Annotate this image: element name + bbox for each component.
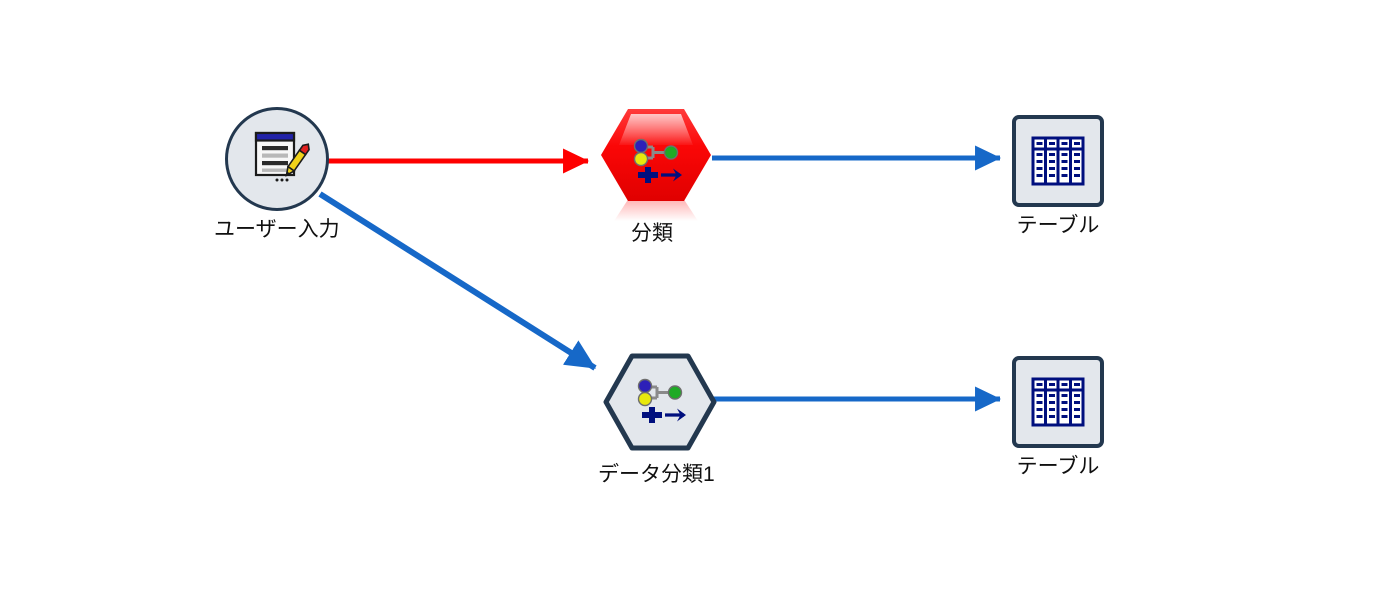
data-classify-icon [638,378,687,423]
data-classification-hexagon-shape[interactable] [602,352,718,452]
node-label-table-bottom: テーブル [1016,455,1100,478]
link-input-to-data-classification[interactable] [318,191,597,371]
classification-reflection [614,198,698,221]
node-label-table-top: テーブル [1016,214,1100,237]
data-classification-body [603,353,717,451]
classification-gloss [619,114,693,145]
node-table-bottom[interactable]: テーブル [1012,356,1104,480]
node-label-classification: 分類 [631,222,673,245]
table-bottom-square[interactable] [1012,356,1104,448]
classification-hexagon-shape[interactable] [598,103,714,223]
node-label-data-classification-1: データ分類1 [598,463,715,486]
table-grid-icon [1031,377,1085,427]
form-edit-icon [254,131,310,182]
node-user-input[interactable]: ユーザー入力 [214,107,340,243]
node-data-classification-1[interactable]: データ分類1 [598,352,717,488]
user-input-circle[interactable] [224,107,329,211]
node-table-top[interactable]: テーブル [1012,115,1104,239]
data-classify-icon [633,138,682,183]
table-top-square[interactable] [1012,115,1104,207]
node-label-user-input: ユーザー入力 [214,218,340,241]
node-classification[interactable]: 分類 [598,103,711,247]
classification-hexagon[interactable] [598,103,711,221]
table-grid-icon [1031,136,1085,186]
data-classification-hexagon[interactable] [602,352,717,456]
